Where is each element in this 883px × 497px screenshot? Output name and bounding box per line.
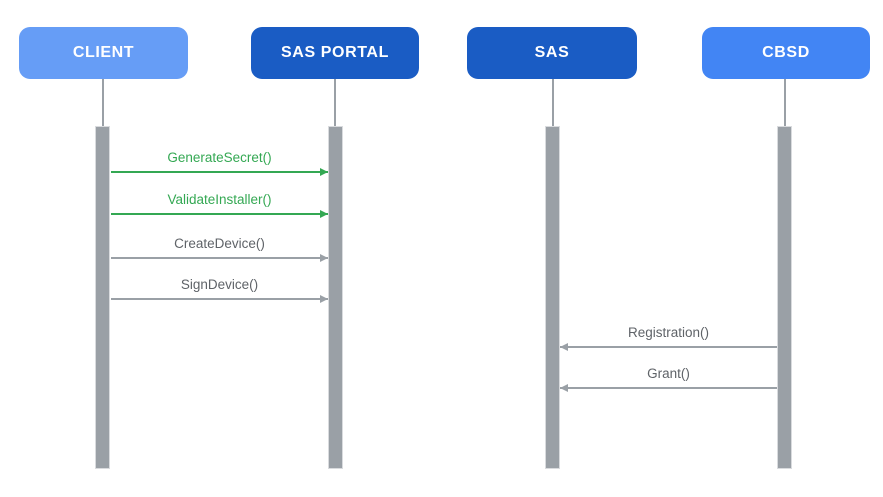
lifeline-client bbox=[102, 79, 104, 126]
activation-bar-client bbox=[95, 126, 110, 469]
lifeline-cbsd bbox=[784, 79, 786, 126]
actor-sas: SAS bbox=[467, 27, 637, 79]
lifeline-sas-portal bbox=[334, 79, 336, 126]
actor-sas-portal: SAS PORTAL bbox=[251, 27, 419, 79]
message-validate-installer: ValidateInstaller() bbox=[111, 192, 328, 218]
message-arrow-line bbox=[111, 254, 328, 262]
message-label: SignDevice() bbox=[180, 277, 259, 292]
message-arrow-line bbox=[111, 295, 328, 303]
arrowhead-left-icon bbox=[560, 384, 568, 392]
message-create-device: CreateDevice() bbox=[111, 236, 328, 262]
message-arrow-line bbox=[111, 168, 328, 176]
message-label: ValidateInstaller() bbox=[167, 192, 272, 207]
actor-cbsd: CBSD bbox=[702, 27, 870, 79]
message-registration: Registration() bbox=[560, 325, 777, 351]
activation-bar-sas-portal bbox=[328, 126, 343, 469]
activation-bar-sas bbox=[545, 126, 560, 469]
message-arrow-line bbox=[111, 210, 328, 218]
lifeline-sas bbox=[552, 79, 554, 126]
activation-bar-cbsd bbox=[777, 126, 792, 469]
arrowhead-right-icon bbox=[320, 254, 328, 262]
message-label: CreateDevice() bbox=[174, 236, 265, 251]
message-grant: Grant() bbox=[560, 366, 777, 392]
actor-client: CLIENT bbox=[19, 27, 188, 79]
message-generate-secret: GenerateSecret() bbox=[111, 150, 328, 176]
message-arrow-line bbox=[560, 343, 777, 351]
message-sign-device: SignDevice() bbox=[111, 277, 328, 303]
message-arrow-line bbox=[560, 384, 777, 392]
message-label: GenerateSecret() bbox=[167, 150, 272, 165]
message-label: Grant() bbox=[647, 366, 690, 381]
arrowhead-left-icon bbox=[560, 343, 568, 351]
message-label: Registration() bbox=[627, 325, 710, 340]
arrowhead-right-icon bbox=[320, 210, 328, 218]
arrowhead-right-icon bbox=[320, 295, 328, 303]
arrowhead-right-icon bbox=[320, 168, 328, 176]
